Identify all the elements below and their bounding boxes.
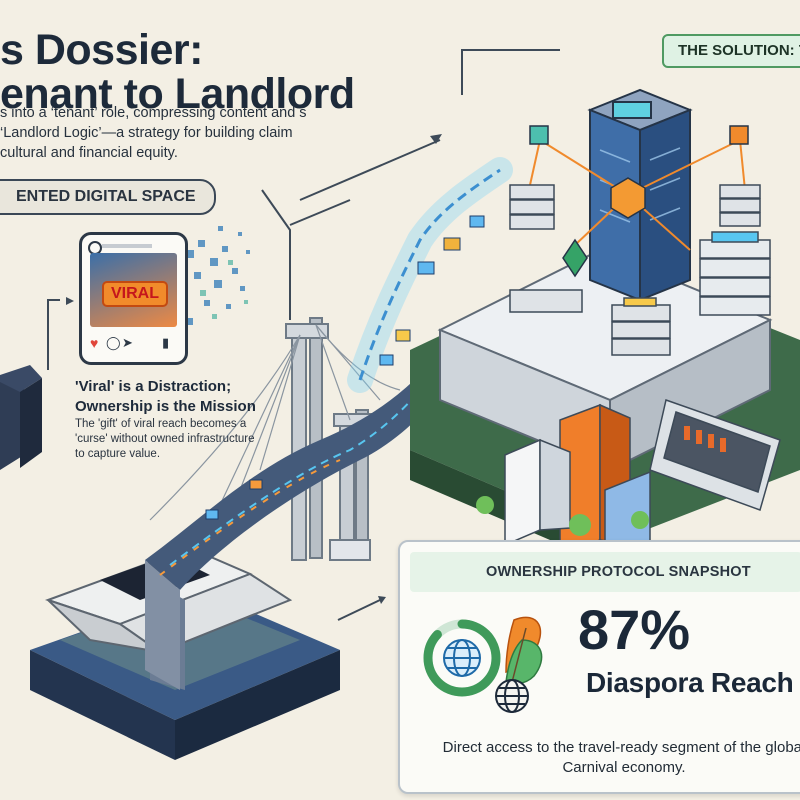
globe-small-icon (495, 679, 529, 713)
network-nodes (529, 125, 749, 278)
title-line-1: s Dossier: (0, 26, 203, 74)
reach-gauge (423, 616, 543, 713)
connector-line (289, 199, 351, 226)
pixel-dissolve (186, 226, 250, 325)
card-title: OWNERSHIP PROTOCOL SNAPSHOT (486, 564, 751, 580)
phone-mockup: VIRAL ♥ ◯ ➤ ▮ (79, 232, 188, 365)
card-header-band (410, 552, 800, 592)
gauge-progress-arc (423, 619, 501, 697)
section-label-digital-space: ENTED DIGITAL SPACE (0, 179, 216, 215)
connector-line (461, 49, 560, 95)
connector-line (47, 299, 60, 370)
reach-description: Direct access to the travel-ready segmen… (442, 739, 800, 776)
post-image: VIRAL (90, 253, 177, 327)
post-header-bar (102, 244, 152, 248)
share-icon: ➤ (122, 335, 133, 350)
globe-icon (443, 639, 481, 677)
connector-line (299, 139, 441, 201)
viral-headline-line-2: Ownership is the Mission (75, 398, 256, 415)
viral-body-text: The 'gift' of viral reach becomes a 'cur… (75, 418, 255, 460)
solution-label: THE SOLUTION: T (662, 34, 800, 68)
heart-icon: ♥ (90, 335, 99, 351)
viral-headline-line-1: 'Viral' is a Distraction; (75, 378, 232, 395)
data-packets (205, 215, 485, 520)
tenant-box (0, 365, 42, 470)
trees (476, 496, 649, 536)
connector-line (337, 599, 381, 621)
intro-text: s into a ‘tenant’ role, compressing cont… (0, 105, 307, 161)
bridge (285, 317, 375, 561)
comment-icon: ◯ (106, 335, 121, 350)
title-line-2: enant to Landlord (0, 70, 355, 118)
data-stream-road (145, 157, 513, 690)
reach-metric-value: 87% (578, 598, 691, 661)
dossier-title: s Dossier: enant to Landlord (0, 28, 355, 116)
server-stack (509, 184, 771, 356)
connector-line (261, 189, 291, 320)
reach-metric-label: Diaspora Reach (586, 667, 794, 698)
viral-headline: 'Viral' is a Distraction; Ownership is t… (75, 377, 256, 417)
viral-badge: VIRAL (102, 281, 168, 307)
ownership-snapshot-card: OWNERSHIP PROTOCOL SNAPSHOT 87% Diaspora… (398, 540, 800, 794)
bookmark-icon: ▮ (162, 335, 170, 350)
